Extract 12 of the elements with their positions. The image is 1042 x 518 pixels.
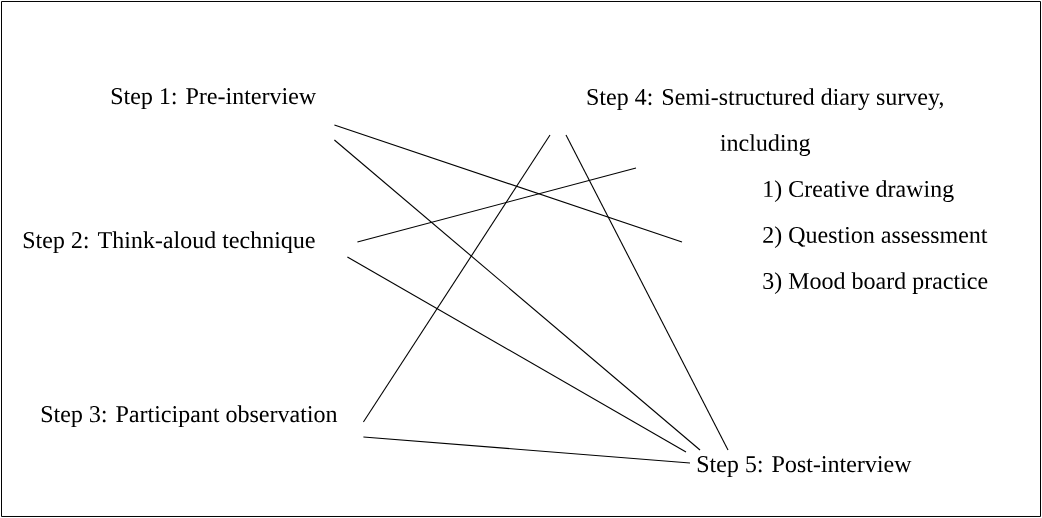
- step-label: Step 2: Think-aloud technique: [23, 231, 315, 254]
- connecting-line: [362, 436, 691, 464]
- step-label: Step 3: Participant observation: [41, 405, 338, 428]
- connecting-line: [356, 167, 637, 243]
- connecting-line: [333, 139, 701, 451]
- step-label: Step 4: Semi-structured diary survey, including 1) Creative drawing 2) Question assessment 3) Mood board practice: [587, 88, 988, 294]
- connecting-line: [565, 134, 729, 451]
- connecting-line: [346, 256, 687, 453]
- connecting-line: [362, 134, 551, 423]
- step-label: Step 5: Post-interview: [697, 456, 912, 478]
- step-label: Step 1: Pre-interview: [111, 88, 317, 110]
- connecting-line: [333, 124, 683, 243]
